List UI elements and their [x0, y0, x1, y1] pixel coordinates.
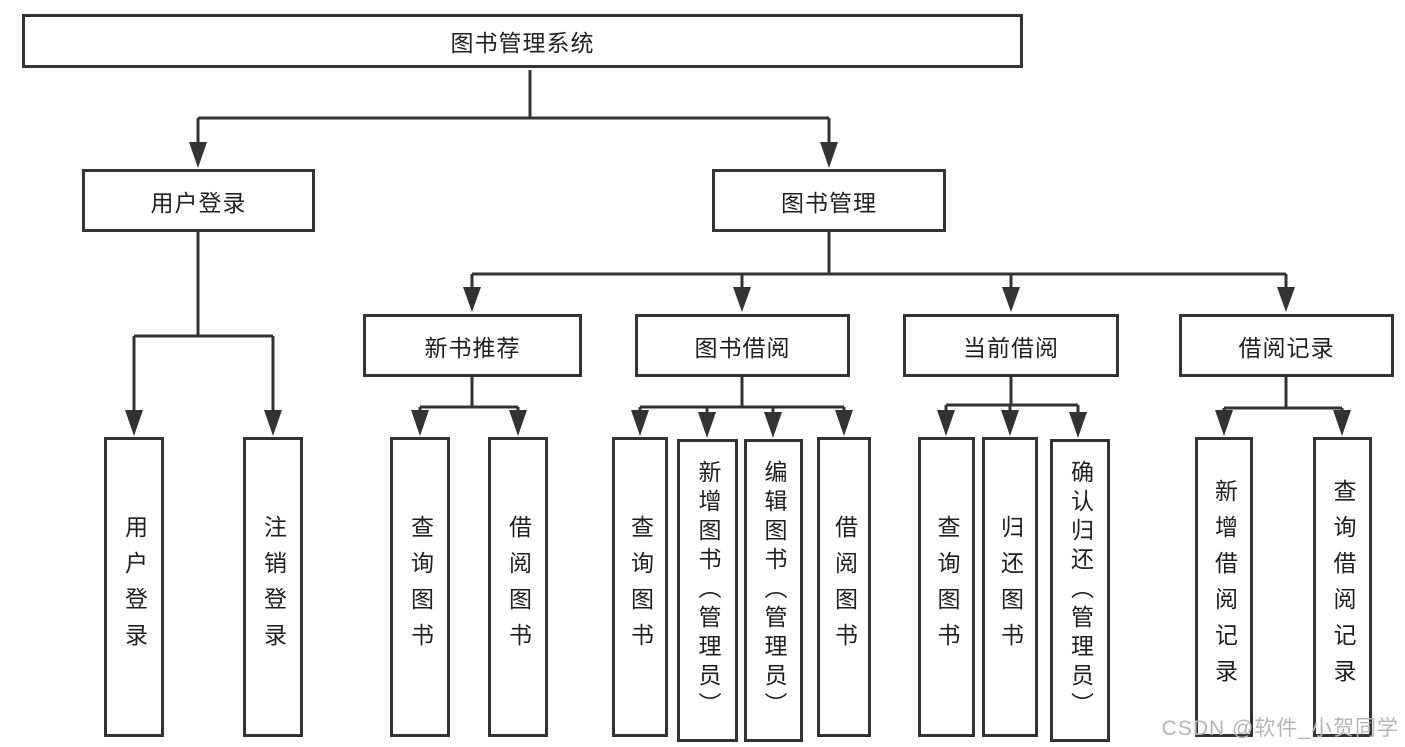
connector-current-borrow-children [944, 377, 1080, 414]
leaf-edit-book-admin-label: 编辑图书（管理员） [761, 460, 787, 721]
node-library-system: 图书管理系统 [22, 14, 1023, 68]
leaf-query-books: 查询图书 [918, 437, 975, 737]
leaf-query-books-label: 查询图书 [934, 515, 960, 659]
leaf-borrow-books: 借阅图书 [817, 437, 871, 737]
leaf-return-books-label: 归还图书 [997, 515, 1024, 659]
leaf-user-login: 用户登录 [104, 437, 164, 737]
node-user-login: 用户登录 [82, 169, 315, 232]
node-borrow-records: 借阅记录 [1179, 314, 1394, 377]
leaf-borrow-books-label: 借阅图书 [831, 515, 858, 659]
leaf-borrow-books: 借阅图书 [488, 437, 548, 737]
leaf-query-books: 查询图书 [612, 437, 668, 737]
connector-records-children [1222, 377, 1344, 414]
node-book-management: 图书管理 [712, 169, 946, 232]
node-borrow-records-label: 借阅记录 [1238, 334, 1335, 361]
leaf-confirm-return-admin: 确认归还（管理员） [1050, 439, 1110, 742]
node-current-borrowing-label: 当前借阅 [963, 334, 1059, 361]
leaf-add-book-admin: 新增图书（管理员） [677, 439, 738, 742]
leaf-logout-label: 注销登录 [260, 515, 287, 659]
leaf-add-borrow-record: 新增借阅记录 [1195, 437, 1253, 737]
leaf-query-books: 查询图书 [390, 437, 450, 737]
leaf-query-borrow-record: 查询借阅记录 [1313, 437, 1372, 737]
leaf-borrow-books-label: 借阅图书 [505, 515, 532, 659]
node-new-book-recommend-label: 新书推荐 [424, 334, 521, 361]
leaf-logout: 注销登录 [243, 437, 303, 737]
node-current-borrowing: 当前借阅 [903, 314, 1119, 377]
node-user-login-label: 用户登录 [150, 189, 247, 216]
watermark: CSDN @软件_小贺同学 [1161, 717, 1399, 740]
leaf-return-books: 归还图书 [982, 437, 1038, 737]
connector-book-borrow-children [638, 377, 846, 414]
leaf-edit-book-admin: 编辑图书（管理员） [744, 439, 803, 742]
leaf-add-borrow-record-label: 新增借阅记录 [1211, 479, 1238, 695]
node-book-borrowing-label: 图书借阅 [694, 334, 791, 361]
connector-user-login-children [132, 232, 275, 414]
leaf-add-book-admin-label: 新增图书（管理员） [695, 460, 721, 721]
leaf-query-books-label: 查询图书 [407, 515, 434, 659]
leaf-query-books-label: 查询图书 [627, 515, 654, 659]
connector-new-book-children [418, 377, 520, 414]
node-book-borrowing: 图书借阅 [635, 314, 850, 377]
leaf-query-borrow-record-label: 查询借阅记录 [1330, 479, 1356, 695]
node-new-book-recommend: 新书推荐 [363, 314, 582, 377]
connector-book-management-children [470, 232, 1288, 291]
node-book-management-label: 图书管理 [781, 189, 877, 216]
leaf-confirm-return-admin-label: 确认归还（管理员） [1067, 460, 1094, 721]
leaf-user-login-label: 用户登录 [121, 515, 148, 659]
node-library-system-label: 图书管理系统 [450, 30, 595, 56]
connector-level1 [196, 70, 831, 146]
